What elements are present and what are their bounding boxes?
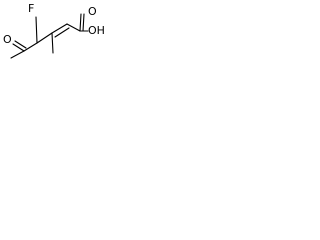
bond-c3-c4 xyxy=(36,32,53,44)
bond-c4-methyl xyxy=(51,32,54,54)
bond-c3-f xyxy=(35,16,38,44)
ketone-oxygen-label: O xyxy=(3,33,12,46)
bond-c4-c5-double-b xyxy=(54,27,70,38)
bond-c5-c6 xyxy=(66,23,81,32)
bond-c2-o-double-a xyxy=(12,43,25,52)
bond-c2-o-double-b xyxy=(14,40,27,49)
bond-c4-c5-double-a xyxy=(51,23,68,34)
fluorine-label: F xyxy=(28,2,35,15)
structure-canvas: F O O OH xyxy=(0,0,120,65)
carbonyl-oxygen-label: O xyxy=(88,5,97,18)
skeletal-structure xyxy=(10,13,89,59)
bond-c6-o-double-b xyxy=(82,13,85,32)
bond-c6-o-double-a xyxy=(79,13,82,32)
bond-c2-c3 xyxy=(23,42,38,52)
hydroxyl-label: OH xyxy=(88,24,105,37)
bond-ch3-c2 xyxy=(10,50,25,59)
